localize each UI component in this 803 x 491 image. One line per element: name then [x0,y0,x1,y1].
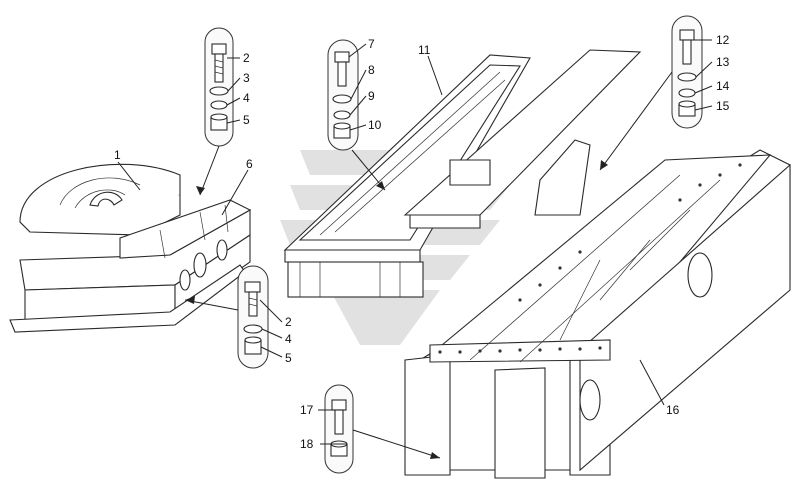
callout-16: 16 [666,403,680,417]
coupling-mount-base [9,199,252,333]
callout-10: 10 [368,118,382,132]
callout-2-lower: 2 [285,315,292,329]
callout-11: 11 [418,43,431,57]
callout-14: 14 [716,79,730,93]
callout-18: 18 [300,437,314,451]
callout-12: 12 [716,33,730,47]
callout-labels: 1 2 3 4 5 6 7 8 9 10 11 12 13 14 15 16 1… [114,33,730,451]
callout-13: 13 [716,55,730,69]
main-frame [404,149,791,479]
fastener-group-lower-left [237,265,269,369]
callout-8: 8 [368,63,375,77]
sub-frame-rails [283,49,642,298]
fastener-group-upper-left [204,27,234,147]
callout-17: 17 [300,403,314,417]
fastener-group-bottom [324,384,354,474]
callout-5: 5 [243,113,250,127]
callout-6: 6 [246,157,253,171]
callout-7: 7 [368,37,375,51]
fastener-group-upper-right [671,15,703,129]
leader-lines [117,39,713,459]
callout-4: 4 [243,91,250,105]
callout-15: 15 [716,99,730,113]
fifth-wheel-coupling [19,163,181,236]
callout-4-lower: 4 [285,332,292,346]
callout-9: 9 [368,89,375,103]
callout-2: 2 [243,51,250,65]
callout-1: 1 [114,148,121,162]
fastener-group-upper-middle [327,39,359,151]
callout-5-lower: 5 [285,351,292,365]
callout-3: 3 [243,71,250,85]
